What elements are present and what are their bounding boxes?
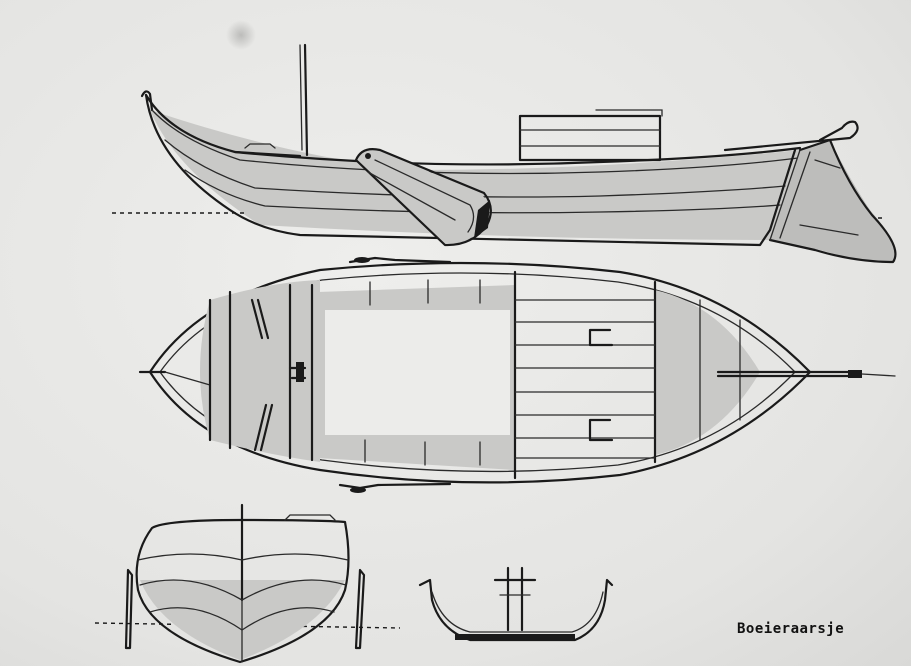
side-elevation [112,43,897,264]
tiller [723,120,859,152]
rudder-post-inner [779,151,811,239]
leeboard-plan-bottom-pivot [350,487,366,493]
rudder-head-plan [848,370,862,378]
body-plan-leeboard-left [124,568,134,650]
midship-floor [455,634,575,640]
midship-outer [418,578,614,642]
drawing-caption: Boeieraarsje [737,621,845,637]
mast-step-block [296,362,304,382]
leeboard-edge [474,200,490,238]
leeboard-plank-1 [374,159,475,233]
leeboard-plank-2 [367,171,456,221]
rudder-plan [861,373,896,377]
keel-line [144,93,797,247]
leeboard-plan-top-pivot [354,257,370,263]
hatch-handle-1 [588,328,614,347]
hatch-handle-2 [588,418,614,442]
body-plan-strake-3 [149,607,335,631]
rudder-outline [768,138,897,264]
cabin-box [518,114,662,162]
mast [303,43,309,157]
rudder-post [769,149,801,241]
paper-smudge [226,20,256,50]
leeboard-plan-bottom [338,482,452,490]
sheer-line [144,93,802,166]
rudder-hinge-1 [814,159,841,169]
bow-stem [140,90,154,112]
fore-brace-top [250,298,270,340]
plan-view [138,256,896,493]
leeboard-outline [354,148,492,247]
mast-side [299,44,303,151]
plan-aft-shading [655,290,760,455]
body-plan [94,503,401,664]
bow-fairing [164,371,211,386]
rudder-hinge-2 [799,224,859,236]
side-hull-shading [150,110,800,240]
fore-brace-bottom [253,403,274,452]
deck-beam [233,150,302,158]
midship-section [418,566,614,642]
body-plan-leeboard-right [354,568,366,650]
body-plan-cabin [284,514,336,521]
body-plan-outline [135,518,350,664]
body-plan-strake-1 [137,553,349,561]
gunwale-strake [151,109,799,175]
leeboard-shading [356,148,490,245]
plan-mid-floor [325,310,510,435]
cabin-top [595,109,663,117]
leeboard-pivot [365,153,371,159]
deck-cleat [244,143,276,149]
rudder-shading [770,140,896,262]
midship-inner [431,591,604,633]
body-plan-strake-2 [139,579,347,601]
